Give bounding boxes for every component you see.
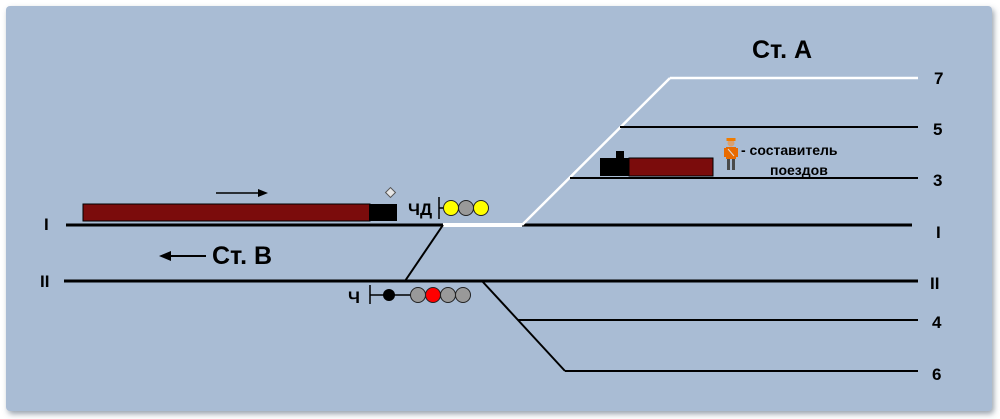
track-label-II-left: II bbox=[40, 272, 49, 291]
station-a-title: Ст. А bbox=[752, 36, 812, 64]
locomotive-track-3 bbox=[600, 158, 630, 176]
locomotive-cab bbox=[616, 151, 624, 159]
train-cars bbox=[82, 203, 371, 222]
signal-ch-label: Ч bbox=[348, 288, 360, 307]
track-label-4: 4 bbox=[932, 313, 942, 332]
headlight-icon bbox=[384, 186, 397, 199]
signal-ch-dwarf-lamp bbox=[383, 289, 395, 301]
signal-ch-lamp-3 bbox=[440, 287, 456, 303]
track-label-6: 6 bbox=[932, 365, 941, 384]
signal-chd-lamp-2 bbox=[458, 200, 474, 216]
signal-chd-lamps bbox=[443, 200, 489, 216]
signal-chd-label: ЧД bbox=[408, 200, 432, 219]
track-label-I-right: I bbox=[936, 223, 941, 242]
signal-ch-lamps bbox=[410, 287, 471, 303]
shunting-worker-icon bbox=[724, 138, 738, 170]
track-label-5: 5 bbox=[933, 120, 942, 139]
throat-lower bbox=[481, 280, 566, 372]
signal-chd-lamp-1 bbox=[443, 200, 459, 216]
legend-line-1: - составитель bbox=[741, 142, 838, 158]
signal-ch-lamp-1 bbox=[410, 287, 426, 303]
arrow-left-icon bbox=[159, 251, 206, 261]
arrow-right-icon bbox=[216, 189, 268, 197]
station-b-title: Ст. В bbox=[212, 242, 272, 270]
crossover-I-II bbox=[404, 224, 444, 282]
signal-ch-lamp-4 bbox=[455, 287, 471, 303]
signal-chd-lamp-3 bbox=[473, 200, 489, 216]
track-label-II-right: II bbox=[930, 274, 939, 293]
track-label-7: 7 bbox=[934, 69, 943, 88]
track-label-I-left: I bbox=[44, 215, 49, 234]
legend-line-2: поездов bbox=[770, 162, 828, 178]
diagram-background bbox=[6, 6, 992, 411]
car-track-3 bbox=[628, 157, 714, 177]
signal-ch-lamp-2 bbox=[425, 287, 441, 303]
throat-upper-white bbox=[521, 77, 671, 226]
track-label-3: 3 bbox=[933, 171, 942, 190]
locomotive bbox=[369, 204, 397, 221]
